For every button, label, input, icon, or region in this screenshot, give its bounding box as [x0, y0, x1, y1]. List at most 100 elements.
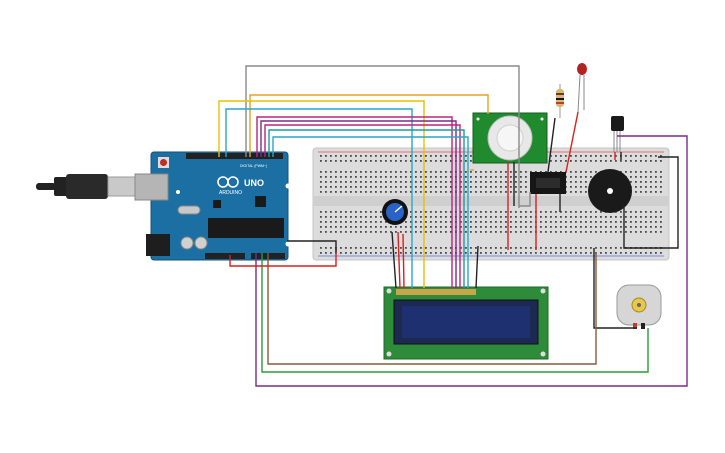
breadboard-hole [420, 231, 422, 233]
breadboard-hole [535, 252, 537, 254]
breadboard-hole [515, 176, 517, 178]
breadboard-hole [545, 226, 547, 228]
breadboard-hole [400, 247, 402, 249]
breadboard-hole [550, 226, 552, 228]
breadboard-hole [365, 221, 367, 223]
breadboard-hole [655, 176, 657, 178]
breadboard-hole [575, 186, 577, 188]
breadboard-hole [645, 211, 647, 213]
breadboard-hole [430, 171, 432, 173]
breadboard-hole [330, 176, 332, 178]
breadboard-hole [440, 231, 442, 233]
breadboard-hole [630, 211, 632, 213]
breadboard-hole [460, 221, 462, 223]
breadboard-hole [640, 211, 642, 213]
breadboard-hole [320, 155, 322, 157]
breadboard-hole [635, 211, 637, 213]
breadboard-hole [520, 252, 522, 254]
breadboard-hole [385, 252, 387, 254]
breadboard-hole [400, 155, 402, 157]
breadboard-hole [495, 171, 497, 173]
breadboard-hole [660, 191, 662, 193]
breadboard-hole [645, 160, 647, 162]
wire-orange [249, 94, 489, 157]
breadboard-hole [385, 176, 387, 178]
breadboard-hole [585, 191, 587, 193]
breadboard-hole [380, 231, 382, 233]
breadboard-hole [360, 176, 362, 178]
wire-magenta-1 [256, 116, 453, 288]
breadboard-hole [635, 181, 637, 183]
breadboard-hole [350, 181, 352, 183]
lcd-16x2-display [383, 286, 549, 360]
breadboard-hole [505, 176, 507, 178]
breadboard-hole [650, 221, 652, 223]
breadboard-hole [340, 155, 342, 157]
breadboard-hole [325, 221, 327, 223]
breadboard-hole [360, 186, 362, 188]
breadboard-hole [650, 226, 652, 228]
breadboard-hole [575, 176, 577, 178]
breadboard-hole [390, 226, 392, 228]
breadboard-hole [525, 231, 527, 233]
breadboard-hole [355, 160, 357, 162]
breadboard-hole [635, 226, 637, 228]
breadboard-hole [400, 160, 402, 162]
breadboard-hole [510, 216, 512, 218]
breadboard-hole [600, 226, 602, 228]
breadboard-hole [365, 176, 367, 178]
breadboard-hole [635, 252, 637, 254]
breadboard-hole [505, 221, 507, 223]
breadboard-hole [500, 247, 502, 249]
breadboard-hole [370, 226, 372, 228]
breadboard-hole [360, 247, 362, 249]
breadboard-hole [460, 181, 462, 183]
breadboard-hole [595, 211, 597, 213]
breadboard-hole [415, 247, 417, 249]
potentiometer [382, 199, 408, 225]
breadboard-hole [445, 181, 447, 183]
breadboard-hole [515, 221, 517, 223]
breadboard-hole [410, 221, 412, 223]
breadboard-hole [495, 231, 497, 233]
breadboard-hole [620, 221, 622, 223]
breadboard-hole [395, 176, 397, 178]
breadboard-hole [570, 171, 572, 173]
breadboard-hole [585, 186, 587, 188]
breadboard-hole [650, 211, 652, 213]
arduino-model-label: UNO [244, 178, 264, 188]
breadboard-hole [580, 155, 582, 157]
breadboard-hole [490, 191, 492, 193]
breadboard-hole [635, 221, 637, 223]
breadboard-hole [615, 226, 617, 228]
breadboard-hole [660, 186, 662, 188]
breadboard-hole [415, 191, 417, 193]
breadboard-hole [575, 181, 577, 183]
breadboard-hole [350, 247, 352, 249]
breadboard-hole [435, 186, 437, 188]
breadboard-hole [475, 171, 477, 173]
breadboard-hole [350, 155, 352, 157]
breadboard-hole [350, 226, 352, 228]
breadboard-hole [640, 191, 642, 193]
breadboard-hole [470, 252, 472, 254]
breadboard-hole [655, 171, 657, 173]
breadboard-hole [525, 186, 527, 188]
wires [218, 65, 688, 387]
breadboard-hole [325, 176, 327, 178]
breadboard-hole [340, 186, 342, 188]
resistor [556, 84, 564, 118]
breadboard-hole [570, 231, 572, 233]
breadboard-hole [660, 211, 662, 213]
breadboard-hole [590, 247, 592, 249]
breadboard-hole [585, 181, 587, 183]
breadboard-hole [340, 160, 342, 162]
breadboard-hole [515, 231, 517, 233]
breadboard-hole [335, 221, 337, 223]
breadboard-hole [440, 186, 442, 188]
breadboard-hole [415, 221, 417, 223]
breadboard-hole [440, 252, 442, 254]
breadboard-hole [605, 252, 607, 254]
breadboard-hole [485, 171, 487, 173]
breadboard-hole [595, 155, 597, 157]
